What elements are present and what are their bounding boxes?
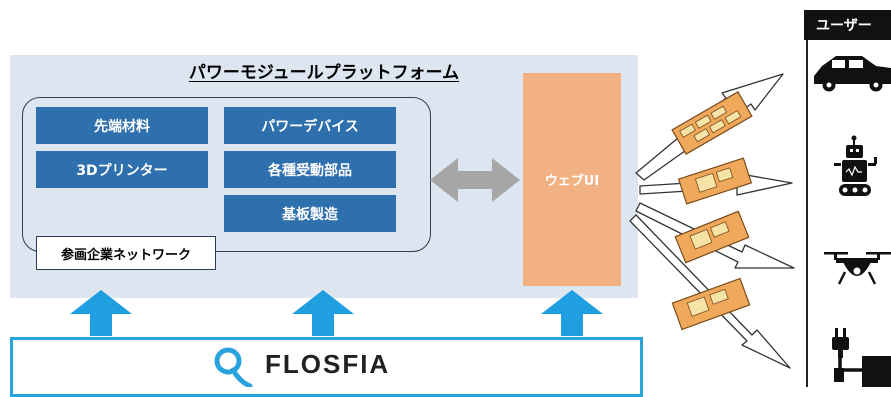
plug-icon: [832, 328, 891, 387]
platform-title: パワーモジュールプラットフォーム: [188, 63, 460, 83]
power-module-2: [677, 157, 753, 205]
users-header: ユーザー: [804, 10, 891, 40]
flosfia-wordmark: FLOSFIA: [265, 349, 391, 379]
power-module-1: [671, 91, 753, 155]
partner-network-frame: [22, 97, 431, 252]
item-advanced-materials: 先端材料: [36, 107, 208, 144]
user-arrow-drone: [635, 202, 795, 269]
item-passive-components: 各種受動部品: [224, 151, 396, 188]
item-3d-printer: 3Dプリンター: [36, 151, 208, 188]
user-arrow-plug: [629, 214, 791, 369]
item-power-devices: パワーデバイス: [224, 107, 396, 144]
item-board-manufacturing: 基板製造: [224, 195, 396, 232]
car-icon: [814, 56, 891, 92]
power-module-4: [671, 277, 751, 331]
web-ui-box: ウェブUI: [523, 73, 621, 286]
up-arrow-2: [292, 290, 354, 336]
bidirectional-arrow: [430, 158, 520, 202]
up-arrow-1: [70, 290, 132, 336]
users-divider: [806, 40, 808, 387]
partner-network-label: 参画企業ネットワーク: [36, 236, 216, 270]
power-module-3: [674, 210, 750, 264]
robot-icon: [834, 135, 877, 196]
drone-icon: [824, 252, 891, 285]
flosfia-logo-icon: [214, 347, 253, 387]
up-arrow-3: [541, 290, 603, 336]
diagram-graphics: [70, 56, 891, 387]
